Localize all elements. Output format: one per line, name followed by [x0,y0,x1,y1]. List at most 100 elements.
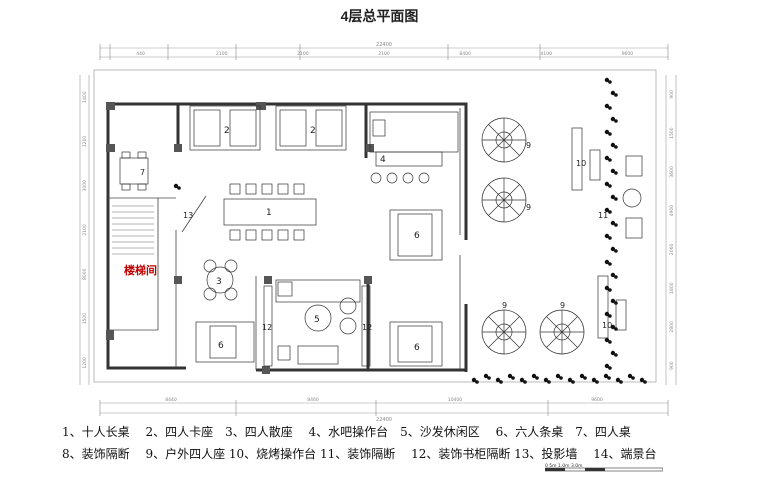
bench-table-right-bottom [389,321,443,367]
shrub-leaf-12 [608,236,612,240]
dim-bottom-1: 8460 [307,397,319,403]
umbrella-rib-2-1 [503,331,520,348]
shrub-leaf-27 [523,380,527,384]
bookshelf-partitions [263,285,371,367]
shrub-leaf-30 [559,376,563,380]
shrub-33 [591,377,597,383]
umbrella-rib-1-7 [503,184,520,201]
shrub-16 [604,285,610,291]
legend-row-2: 8、装饰隔断 9、户外四人座 10、烧烤操作台 11、装饰隔断 12、装饰书柜隔… [62,447,657,461]
stair-label: 楼梯间 [124,263,157,277]
shrub-6 [604,155,610,161]
shrub-leaf-35 [619,380,623,384]
shrub-leaf-33 [595,380,599,384]
shrub-17 [610,298,616,304]
shrub-27 [519,377,525,383]
dim-right-1: 1500 [669,127,675,139]
dim-left-5: 1500 [82,313,88,325]
shrub-37 [639,377,645,383]
partition-11-label: 11 [598,211,608,220]
shrub-leaf-25 [499,380,503,384]
bar-label: 4 [380,155,386,165]
shrub-32 [579,373,585,379]
booth-2b-label: 2 [310,126,316,136]
shrub-0 [604,77,610,83]
table-6b-label: 6 [414,231,420,241]
table-7-label: 7 [140,168,145,177]
shrub-21 [610,350,616,356]
table-6c-label: 6 [414,343,420,353]
outdoor-9c-label: 9 [502,301,507,310]
plan-title: 4层总平面图 [340,8,419,24]
dimension-lines [79,47,677,414]
umbrella-rib-1-3 [488,199,505,216]
shrub-20 [604,337,610,343]
site-boundary [93,69,657,383]
shrub-leaf-15 [614,275,618,279]
shrub-30 [555,373,561,379]
shrub-leaf-24 [487,376,491,380]
bbq-10a-label: 10 [576,159,586,168]
dim-right-7: 900 [669,361,675,370]
shrub-28 [531,373,537,379]
shrub-19 [610,324,616,330]
umbrella-rib-2-7 [503,316,520,333]
sofa-label: 5 [314,315,320,325]
umbrella-rib-1-1 [503,199,520,216]
shrub-10 [604,207,610,213]
umbrella-rib-0-3 [488,139,505,156]
shrub-24 [483,373,489,379]
shrub-4 [604,129,610,135]
stair [112,205,154,255]
interior-partitions [108,108,461,370]
shrub-leaf-36 [631,376,635,380]
bbq-stations [571,127,627,339]
umbrella-rib-3-3 [546,331,563,348]
shrub-leaf-38 [177,186,181,190]
shrub-2 [604,103,610,109]
projection-wall [181,195,207,233]
shrub-leaf-4 [608,132,612,136]
shrub-leaf-28 [535,376,539,380]
shrub-leaf-32 [583,376,587,380]
scale-bar: 0 5m 1.0m 3.0m [545,463,663,472]
outdoor-9d-label: 9 [560,301,565,310]
dim-top-2: 2100 [297,51,309,57]
legend-row-1: 1、十人长桌 2、四人卡座 3、四人散座 4、水吧操作台 5、沙发休闲区 6、六… [62,425,631,439]
outdoor-9a-label: 9 [526,141,531,150]
shrub-18 [604,311,610,317]
shrub-14 [604,259,610,265]
shrub-12 [604,233,610,239]
bench-table-right-top [389,209,443,261]
shrub-leaf-6 [608,158,612,162]
umbrella-rib-0-5 [488,124,505,141]
dim-top-0: 440 [136,51,145,57]
shrub-leaf-14 [608,262,612,266]
shrub-34 [603,373,609,379]
umbrella-rib-3-7 [561,316,578,333]
dim-top-1: 2100 [216,51,228,57]
shrub-leaf-16 [608,288,612,292]
shrub-leaf-0 [608,80,612,84]
shrub-29 [543,377,549,383]
shrub-26 [507,373,513,379]
shrub-leaf-18 [608,314,612,318]
scale-text: 0 5m 1.0m 3.0m [545,463,582,469]
dim-right-0: 900 [669,90,675,99]
umbrella-table-1 [495,191,513,209]
four-person-table [119,151,149,191]
shrub-leaf-19 [614,327,618,331]
shrub-leaf-3 [614,119,618,123]
dim-left-3: 2100 [82,224,88,236]
exterior-walls [106,102,468,372]
shrub-leaf-37 [643,380,647,384]
dim-top-6: 9600 [622,51,634,57]
shrub-leaf-31 [571,380,575,384]
umbrella-rib-0-7 [503,124,520,141]
shrub-15 [610,272,616,278]
dim-left-1: 1200 [82,136,88,148]
